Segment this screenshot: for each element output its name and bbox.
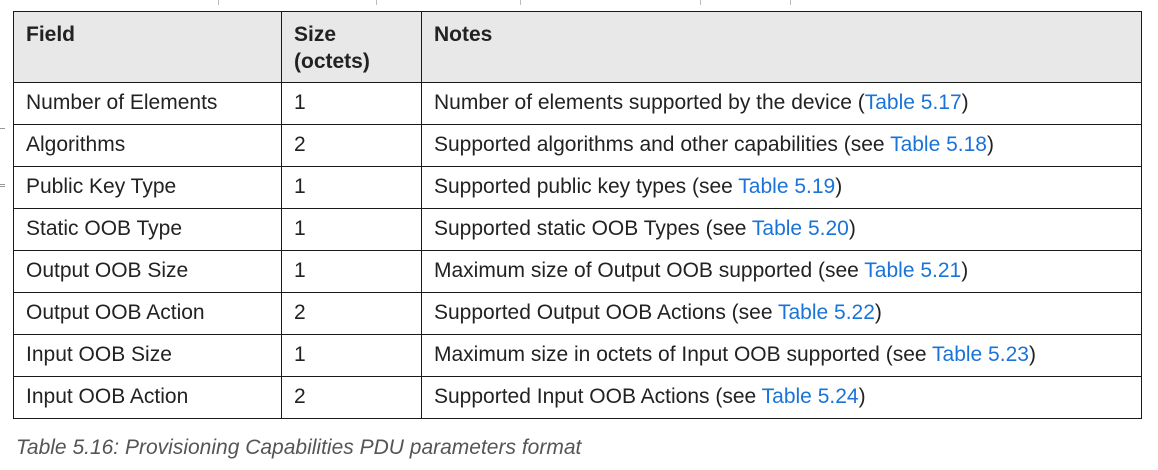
- table-caption: Table 5.16: Provisioning Capabilities PD…: [16, 436, 582, 459]
- cell-field: Output OOB Action: [13, 291, 282, 335]
- notes-tail: ): [986, 133, 994, 157]
- cell-field: Public Key Type: [13, 165, 282, 209]
- margin-mark: [0, 184, 5, 185]
- provisioning-capabilities-table: Field Size (octets) Notes Number of Elem…: [13, 11, 1142, 419]
- cell-field: Algorithms: [13, 123, 282, 167]
- cell-notes: Maximum size of Output OOB supported (se…: [421, 249, 1142, 293]
- table-reference-link[interactable]: Table 5.24: [761, 385, 859, 409]
- cell-notes: Supported algorithms and other capabilit…: [421, 123, 1142, 167]
- table-header-row: Field Size (octets) Notes: [13, 11, 1142, 83]
- notes-text: Supported public key types (see: [434, 175, 739, 199]
- cell-field: Number of Elements: [13, 81, 282, 125]
- notes-text: Number of elements supported by the devi…: [434, 91, 865, 115]
- cell-notes: Supported Input OOB Actions (see Table 5…: [421, 375, 1142, 419]
- cell-field: Static OOB Type: [13, 207, 282, 251]
- cell-size: 2: [281, 123, 422, 167]
- cell-size: 1: [281, 165, 422, 209]
- notes-tail: ): [874, 301, 882, 325]
- cell-size: 2: [281, 375, 422, 419]
- table-reference-link[interactable]: Table 5.23: [932, 343, 1029, 367]
- cell-field: Input OOB Action: [13, 375, 282, 419]
- table-reference-link[interactable]: Table 5.20: [751, 217, 849, 241]
- page-edge-tick: [700, 0, 701, 5]
- notes-text: Supported algorithms and other capabilit…: [434, 133, 891, 157]
- header-field: Field: [13, 11, 282, 83]
- notes-tail: ): [848, 217, 856, 241]
- spec-table-container: Field Size (octets) Notes Number of Elem…: [13, 11, 1142, 419]
- header-size: Size (octets): [281, 11, 422, 83]
- cell-size: 2: [281, 291, 422, 335]
- cell-notes: Supported static OOB Types (see Table 5.…: [421, 207, 1142, 251]
- cell-notes: Number of elements supported by the devi…: [421, 81, 1142, 125]
- cell-notes: Supported public key types (see Table 5.…: [421, 165, 1142, 209]
- left-edge-marks: [0, 120, 6, 320]
- cell-size: 1: [281, 207, 422, 251]
- notes-text: Supported Input OOB Actions (see: [434, 385, 762, 409]
- margin-mark: [0, 128, 5, 129]
- page-edge-tick: [790, 0, 791, 5]
- notes-tail: ): [1028, 343, 1036, 367]
- table-reference-link[interactable]: Table 5.22: [777, 301, 875, 325]
- cell-size: 1: [281, 333, 422, 377]
- cell-size: 1: [281, 249, 422, 293]
- notes-text: Supported static OOB Types (see: [434, 217, 752, 241]
- table-reference-link[interactable]: Table 5.21: [864, 259, 962, 283]
- page-edge-tick: [376, 0, 377, 5]
- notes-tail: ): [961, 91, 969, 115]
- notes-tail: ): [835, 175, 843, 199]
- notes-tail: ): [858, 385, 866, 409]
- header-size-label: Size (octets): [294, 23, 370, 74]
- cell-notes: Maximum size in octets of Input OOB supp…: [421, 333, 1142, 377]
- margin-mark: [0, 186, 5, 187]
- page-edge-tick: [218, 0, 219, 5]
- header-notes: Notes: [421, 11, 1142, 83]
- notes-text: Maximum size in octets of Input OOB supp…: [434, 343, 933, 367]
- notes-tail: ): [961, 259, 969, 283]
- cell-field: Output OOB Size: [13, 249, 282, 293]
- table-reference-link[interactable]: Table 5.17: [864, 91, 962, 115]
- notes-text: Maximum size of Output OOB supported (se…: [434, 259, 865, 283]
- notes-text: Supported Output OOB Actions (see: [434, 301, 778, 325]
- cell-notes: Supported Output OOB Actions (see Table …: [421, 291, 1142, 335]
- table-reference-link[interactable]: Table 5.19: [738, 175, 836, 199]
- table-reference-link[interactable]: Table 5.18: [890, 133, 987, 157]
- cell-size: 1: [281, 81, 422, 125]
- page-edge-tick: [520, 0, 521, 5]
- cell-field: Input OOB Size: [13, 333, 282, 377]
